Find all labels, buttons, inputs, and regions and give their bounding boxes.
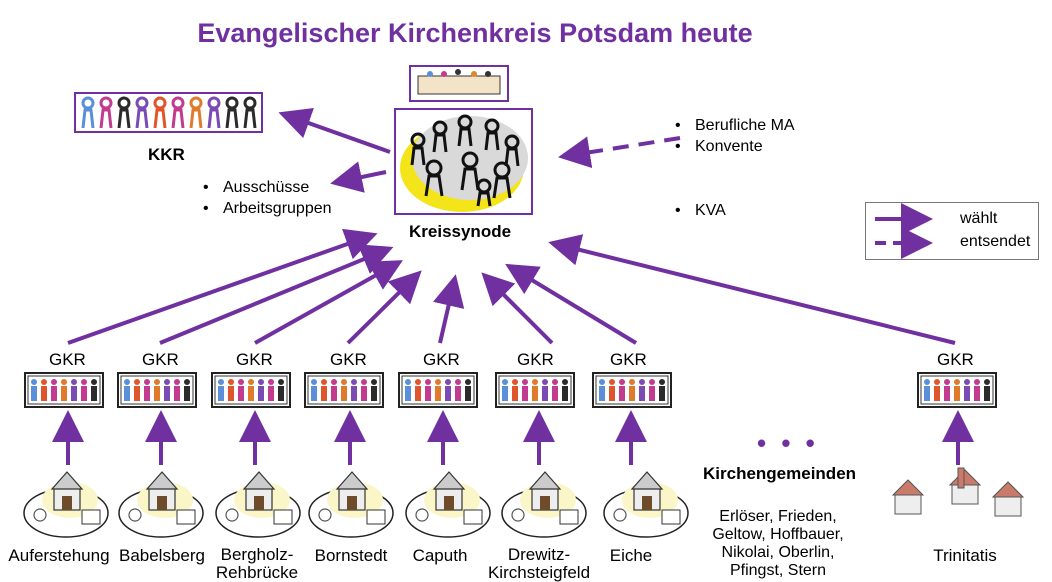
kirchengemeinden-list: Erlöser, Frieden, Geltow, Hoffbauer, Nik… bbox=[712, 508, 844, 579]
gkr-box bbox=[24, 372, 104, 408]
ellipsis: • • • bbox=[757, 428, 819, 458]
church-icon bbox=[603, 471, 689, 538]
gkr-label-bergholz: GKR bbox=[236, 350, 273, 369]
left-bullet-list: Ausschüsse Arbeitsgruppen bbox=[203, 177, 332, 219]
gkr-box bbox=[211, 372, 291, 408]
church-icon bbox=[23, 471, 109, 538]
gkr-box bbox=[398, 372, 478, 408]
gkr-boxes bbox=[24, 372, 997, 408]
church-icon bbox=[308, 471, 394, 538]
church-icon bbox=[118, 471, 204, 538]
legend-solid-row: wählt bbox=[876, 210, 1036, 232]
kkr-label: KKR bbox=[148, 145, 185, 164]
right-bullet-list-top: Berufliche MA Konvente bbox=[675, 115, 795, 157]
bullet-kva: KVA bbox=[675, 200, 726, 221]
congregation-name: Drewitz- Kirchsteigfeld bbox=[487, 545, 591, 582]
page-title: Evangelischer Kirchenkreis Potsdam heute bbox=[197, 18, 753, 48]
gkr-box bbox=[917, 372, 997, 408]
congregation-name: Babelsberg bbox=[118, 546, 205, 565]
right-bullet-list-bottom: KVA bbox=[675, 200, 726, 221]
gkr-box bbox=[117, 372, 197, 408]
bullet-ausschuesse: Ausschüsse bbox=[203, 177, 332, 198]
church-icon bbox=[215, 471, 301, 538]
congregation-name: Caputh bbox=[412, 546, 468, 565]
gkr-box bbox=[495, 372, 575, 408]
church-illustrations bbox=[23, 467, 1025, 538]
congregation-name: Eiche bbox=[609, 546, 653, 565]
gkr-label-caputh: GKR bbox=[423, 350, 460, 369]
church-icon bbox=[405, 471, 491, 538]
gkr-label-eiche: GKR bbox=[610, 350, 647, 369]
gkr-label-babelsberg: GKR bbox=[142, 350, 179, 369]
congregation-name: Bornstedt bbox=[314, 546, 388, 565]
kirchengemeinden-heading: Kirchengemeinden bbox=[703, 464, 857, 483]
legend: wählt entsendet bbox=[865, 202, 1039, 260]
church-icon bbox=[501, 471, 587, 538]
gkr-box bbox=[592, 372, 672, 408]
gkr-label-trinitatis: GKR bbox=[937, 350, 974, 369]
kreissynode-illustration bbox=[394, 108, 533, 215]
gkr-box bbox=[304, 372, 384, 408]
gkr-label-drewitz: GKR bbox=[517, 350, 554, 369]
bullet-konvente: Konvente bbox=[675, 136, 795, 157]
gkr-label-bornstedt: GKR bbox=[330, 350, 367, 369]
gkr-label-auferstehung: GKR bbox=[49, 350, 86, 369]
legend-solid-label: wählt bbox=[960, 210, 998, 227]
bullet-berufliche-ma: Berufliche MA bbox=[675, 115, 795, 136]
podium-illustration bbox=[409, 65, 509, 102]
congregation-name: Bergholz- Rehbrücke bbox=[215, 545, 299, 582]
trinitatis-church-icon bbox=[891, 467, 1025, 517]
kreissynode-label: Kreissynode bbox=[409, 222, 512, 241]
congregation-name: Auferstehung bbox=[8, 546, 110, 565]
bullet-arbeitsgruppen: Arbeitsgruppen bbox=[203, 198, 332, 219]
congregation-name: Trinitatis bbox=[933, 546, 997, 565]
legend-dashed-row: entsendet bbox=[876, 233, 1036, 255]
kkr-illustration bbox=[74, 92, 263, 133]
legend-dashed-label: entsendet bbox=[960, 233, 1031, 250]
